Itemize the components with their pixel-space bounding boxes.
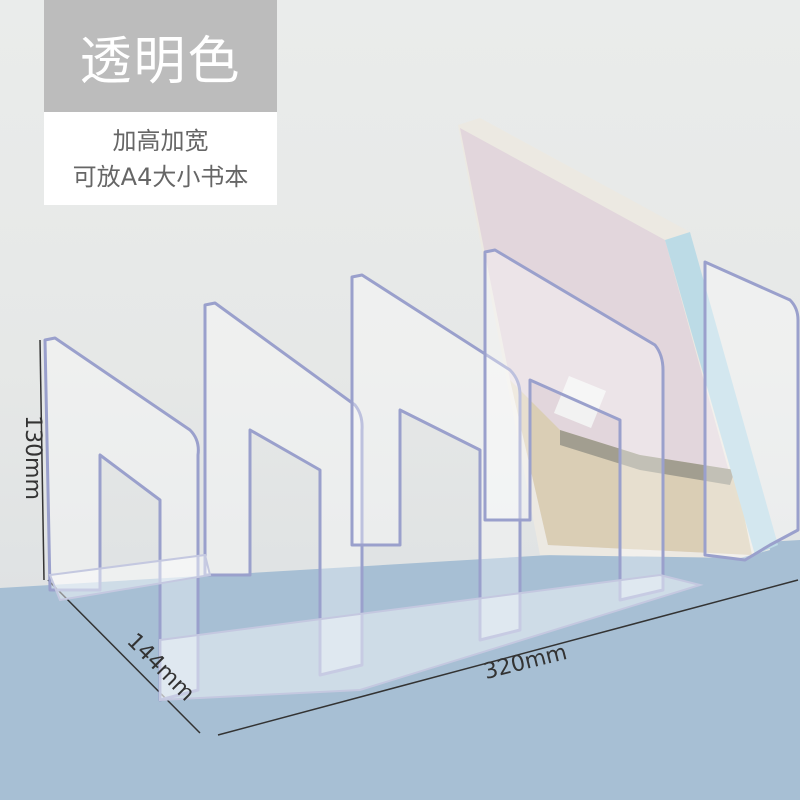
book (458, 118, 778, 558)
acrylic-dividers (43, 248, 800, 702)
base-rails (48, 553, 704, 702)
feature-line-1: 加高加宽 (112, 126, 209, 155)
feature-description: 加高加宽 可放A4大小书本 (44, 112, 277, 205)
height-dimension-label: 130mm (19, 415, 45, 500)
color-label-badge: 透明色 加高加宽 可放A4大小书本 (44, 0, 277, 205)
depth-dimension-line (47, 579, 201, 734)
height-dimension-line (39, 339, 45, 581)
color-name-text: 透明色 (79, 31, 242, 92)
color-name-header: 透明色 (44, 0, 277, 112)
width-dimension-line (217, 579, 799, 736)
floor-surface (0, 540, 800, 800)
feature-line-2: 可放A4大小书本 (72, 162, 249, 191)
